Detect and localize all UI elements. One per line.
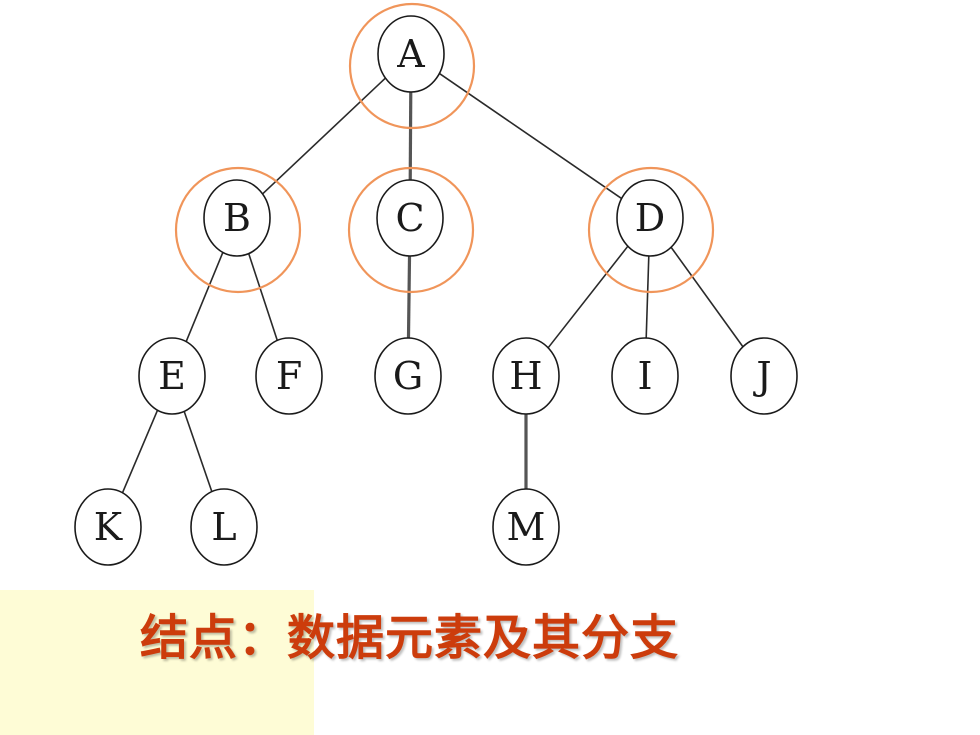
edge-d-j	[670, 246, 744, 348]
edge-b-f	[247, 253, 279, 341]
node-ellipse	[374, 337, 442, 415]
node-ellipse	[377, 15, 445, 93]
node-ellipse	[492, 488, 560, 566]
node-ellipse	[616, 179, 684, 257]
edge-a-d	[438, 72, 623, 200]
node-label: B	[223, 196, 251, 240]
node-ellipse	[611, 337, 679, 415]
node-b: B	[203, 179, 271, 257]
node-label: D	[635, 196, 665, 240]
node-e: E	[138, 337, 206, 415]
node-c: C	[376, 179, 444, 257]
edge-a-c	[408, 91, 413, 181]
node-ellipse	[492, 337, 560, 415]
node-ellipse	[730, 337, 798, 415]
node-label: J	[752, 354, 771, 398]
node-a: A	[377, 15, 445, 93]
node-d: D	[616, 179, 684, 257]
node-label: K	[94, 505, 123, 549]
node-m: M	[492, 488, 560, 566]
node-j: J	[730, 337, 798, 415]
node-k: K	[74, 488, 142, 566]
highlight-circle-c	[347, 166, 475, 294]
node-label: E	[158, 354, 186, 398]
node-l: L	[190, 488, 258, 566]
node-g: G	[374, 337, 442, 415]
tree-nodes: A B C D E F G H I J K L M	[74, 15, 798, 566]
node-label: M	[507, 505, 546, 549]
node-f: F	[255, 337, 323, 415]
node-label: L	[211, 505, 236, 549]
node-label: F	[276, 354, 302, 398]
highlight-circle-a	[348, 2, 476, 130]
node-label: H	[509, 354, 542, 398]
tree-diagram: A B C D E F G H I J K L M	[74, 2, 798, 566]
caption-background	[0, 590, 314, 735]
edge-e-k	[121, 409, 159, 494]
node-h: H	[492, 337, 560, 415]
node-label: G	[393, 354, 423, 398]
node-i: I	[611, 337, 679, 415]
node-ellipse	[74, 488, 142, 566]
node-label: C	[395, 196, 424, 240]
edge-c-g	[406, 255, 412, 339]
node-ellipse	[190, 488, 258, 566]
node-ellipse	[138, 337, 206, 415]
edge-d-i	[645, 255, 650, 339]
highlight-circle-d	[587, 166, 715, 294]
highlight-circles	[174, 2, 715, 294]
node-ellipse	[376, 179, 444, 257]
node-label: A	[396, 32, 425, 76]
edge-a-b	[261, 77, 387, 195]
edge-b-e	[185, 252, 224, 342]
caption-text: 结点：数据元素及其分支	[140, 610, 680, 666]
edge-e-l	[183, 411, 213, 492]
edge-d-h	[547, 245, 629, 349]
highlight-circle-b	[174, 166, 302, 294]
node-ellipse	[203, 179, 271, 257]
node-ellipse	[255, 337, 323, 415]
node-label: I	[637, 354, 652, 398]
tree-edges	[121, 72, 744, 494]
